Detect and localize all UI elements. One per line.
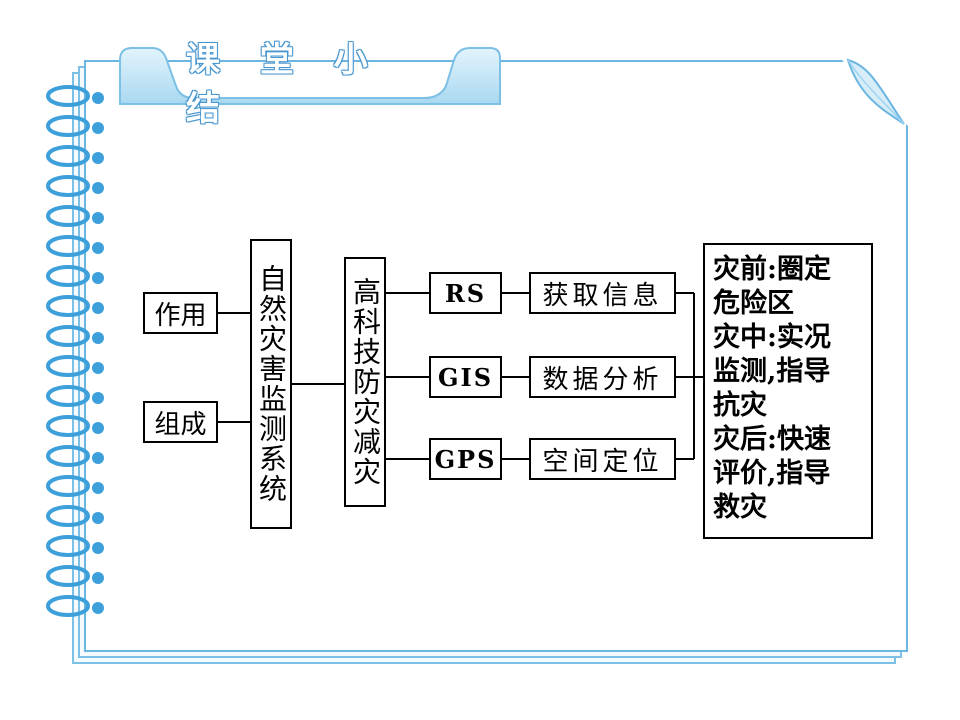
rs-node: RS [429, 272, 502, 314]
monitoring-system-node: 自然灾害监测系统 [250, 239, 292, 529]
spiral-ring [46, 85, 104, 107]
spiral-ring [46, 595, 104, 617]
rs-function-node: 获取信息 [529, 272, 676, 314]
spiral-ring [46, 265, 104, 287]
spiral-ring [46, 565, 104, 587]
note-line: 抗灾 [713, 390, 767, 421]
spiral-binding-icon [46, 85, 104, 617]
spiral-ring [46, 355, 104, 377]
spiral-ring [46, 205, 104, 227]
gps-function-node: 空间定位 [529, 438, 676, 480]
spiral-ring [46, 445, 104, 467]
note-line: 灾后:快速 [713, 424, 831, 455]
spiral-ring [46, 385, 104, 407]
note-line: 灾前:圈定 [713, 254, 831, 285]
composition-node: 组成 [143, 401, 218, 443]
spiral-ring [46, 115, 104, 137]
spiral-ring [46, 295, 104, 317]
high-tech-node: 高科技防灾减灾 [344, 257, 386, 507]
gps-node: GPS [429, 438, 502, 480]
spiral-ring [46, 175, 104, 197]
title-tab [119, 47, 501, 105]
note-line: 危险区 [713, 288, 794, 319]
spiral-ring [46, 325, 104, 347]
spiral-ring [46, 505, 104, 527]
page-curl-icon [840, 58, 910, 128]
spiral-ring [46, 415, 104, 437]
role-node: 作用 [143, 292, 218, 334]
gis-function-node: 数据分析 [529, 356, 676, 398]
note-line: 救灾 [713, 492, 767, 523]
spiral-ring [46, 475, 104, 497]
spiral-ring [46, 145, 104, 167]
note-line: 灾中:实况 [713, 322, 831, 353]
note-line: 监测,指导 [713, 356, 831, 387]
gis-node: GIS [429, 356, 502, 398]
spiral-ring [46, 535, 104, 557]
page-title: 课 堂 小 结 [186, 40, 382, 129]
disaster-stage-notes: 灾前:圈定 危险区 灾中:实况 监测,指导 抗灾 灾后:快速 评价,指导 救灾 [703, 243, 873, 539]
spiral-ring [46, 235, 104, 257]
note-line: 评价,指导 [713, 458, 831, 489]
